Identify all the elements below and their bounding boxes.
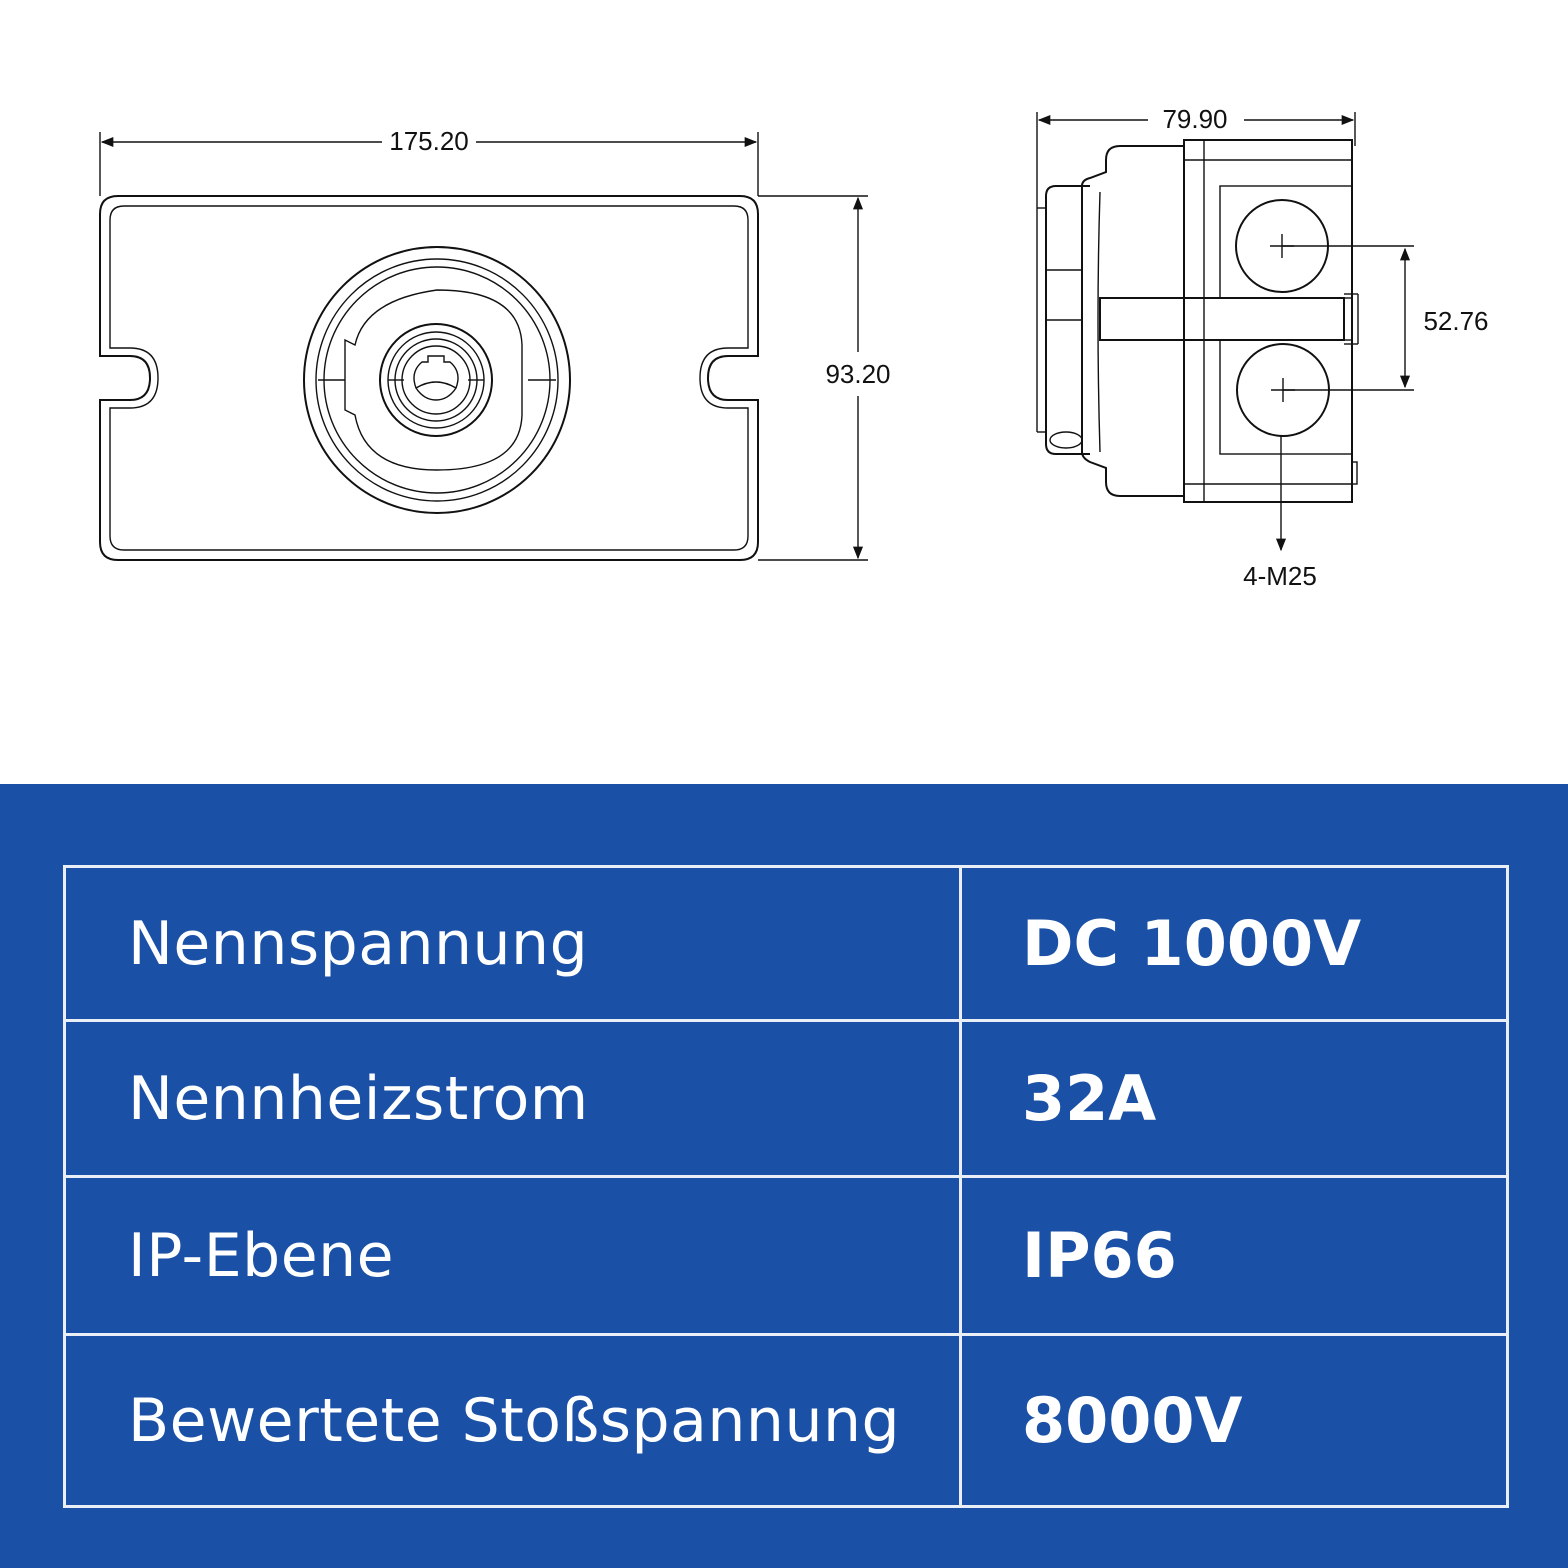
table-row: Nennheizstrom 32A [63,1019,1509,1178]
spec-label: Bewertete Stoßspannung [63,1333,962,1508]
spec-label: Nennspannung [63,865,962,1022]
center-rib [1099,297,1345,341]
technical-drawing: 175.20 93.20 [99,104,1489,591]
key-slot [413,355,459,401]
spec-value: DC 1000V [959,865,1509,1022]
lock-cylinder-outer [379,323,493,437]
switch-ring-3 [323,266,551,494]
enclosure-inner-outline [109,205,749,551]
spec-value: 32A [959,1019,1509,1178]
table-row: IP-Ebene IP66 [63,1175,1509,1336]
spec-label: IP-Ebene [63,1175,962,1336]
gland-spacing-dimension: 52.76 [1423,306,1488,336]
spec-label: Nennheizstrom [63,1019,962,1178]
enclosure-outline [99,195,759,561]
table-row: Nennspannung DC 1000V [63,865,1509,1022]
front-width-dimension: 175.20 [389,126,469,156]
front-view: 175.20 93.20 [99,126,891,561]
switch-handle [344,289,523,471]
knob-lock-hole [1049,431,1083,449]
gland-callout-label: 4-M25 [1243,561,1317,591]
switch-ring-2 [315,258,559,502]
specs-table: Nennspannung DC 1000V Nennheizstrom 32A … [63,865,1509,1508]
switch-outer-ring [303,246,571,514]
spec-value: 8000V [959,1333,1509,1508]
spec-value: IP66 [959,1175,1509,1336]
side-depth-dimension: 79.90 [1162,104,1227,134]
table-row: Bewertete Stoßspannung 8000V [63,1333,1509,1508]
front-height-dimension: 93.20 [825,359,890,389]
housing-body [1183,139,1353,503]
side-view: 79.90 52.76 4-M25 [1036,104,1489,591]
